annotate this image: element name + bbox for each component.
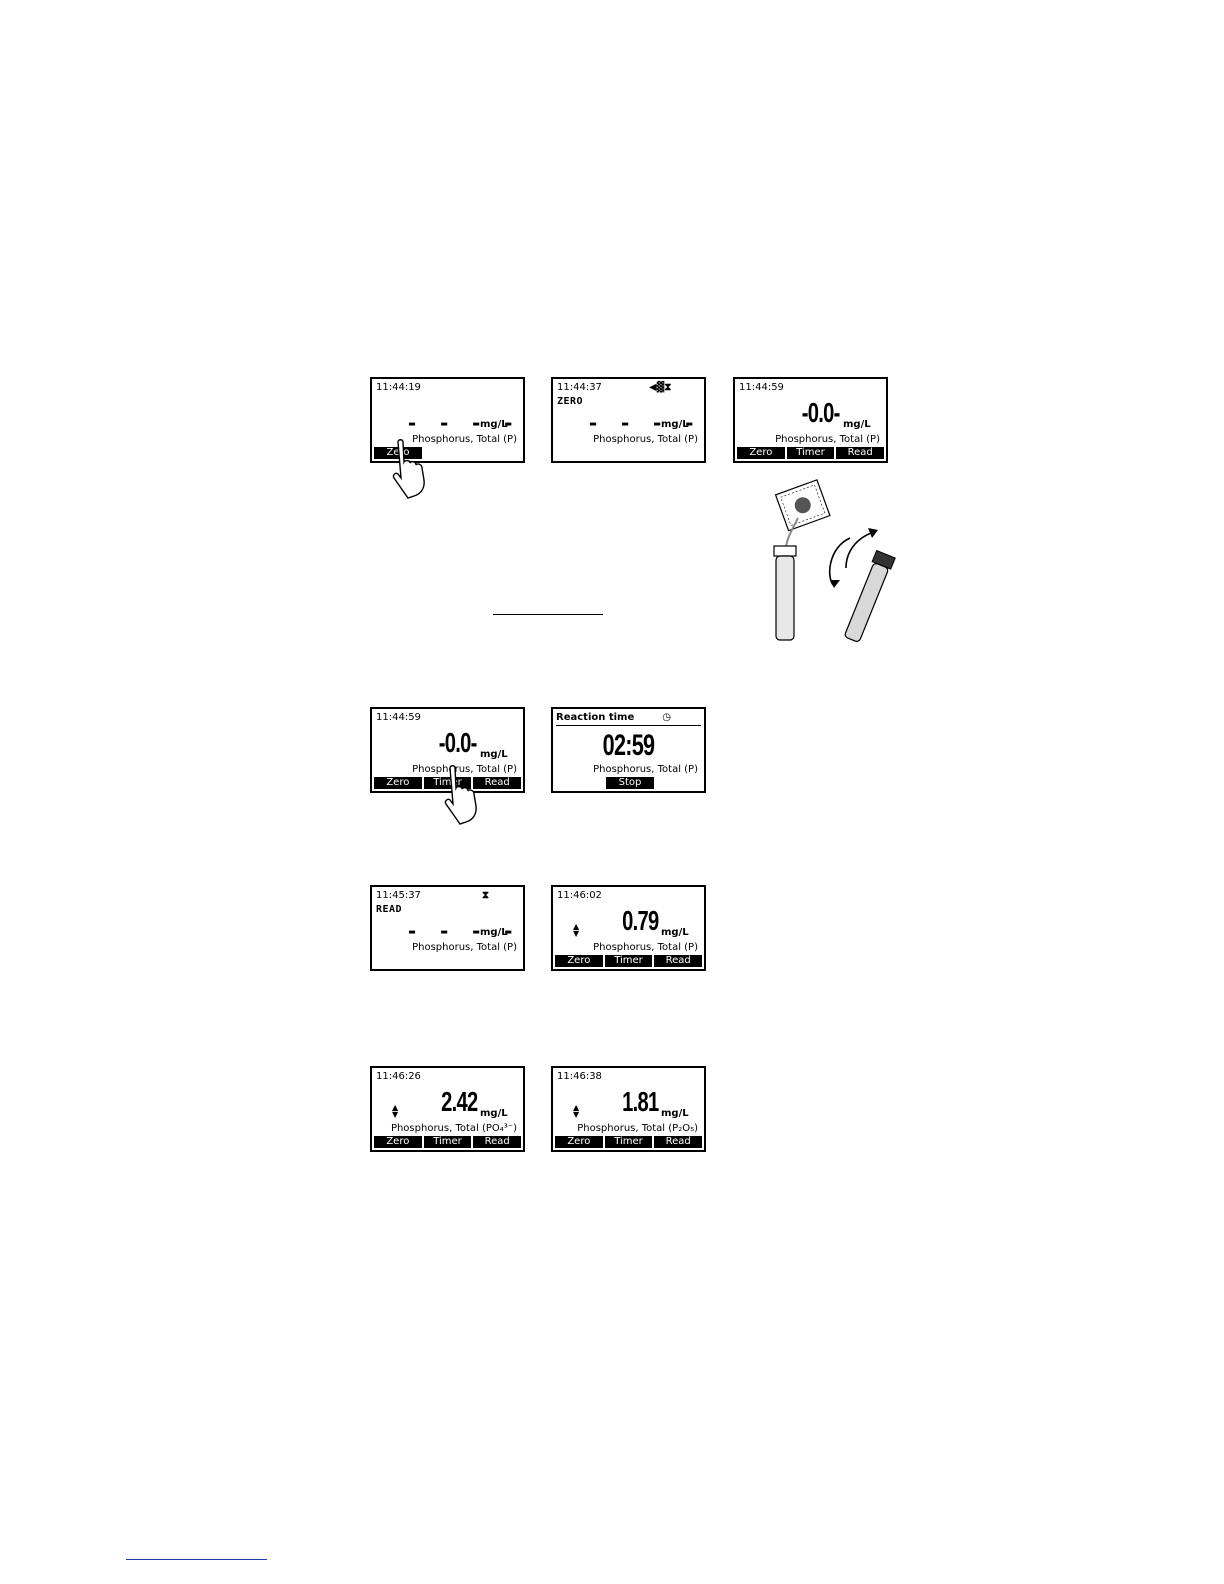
screen-time: 11:44:37 bbox=[557, 382, 602, 393]
softkey-bar: Zero bbox=[374, 447, 521, 459]
meter-screen-zeroed: 11:44:59 -0.0- mg/L Phosphorus, Total (P… bbox=[733, 377, 888, 463]
status-label: READ bbox=[376, 904, 403, 915]
unit-label: mg/L bbox=[661, 419, 689, 430]
zero-softkey[interactable]: Zero bbox=[374, 1136, 422, 1148]
timer-title: Reaction time bbox=[556, 712, 635, 723]
parameter-label: Phosphorus, Total (P) bbox=[593, 434, 698, 445]
read-softkey[interactable]: Read bbox=[473, 777, 522, 789]
up-down-arrows-icon[interactable]: ▲▼ bbox=[392, 1103, 399, 1119]
softkey-bar: Zero Timer Read bbox=[555, 955, 703, 967]
status-label: ZERO bbox=[557, 396, 584, 407]
screen-time: 11:46:26 bbox=[376, 1071, 421, 1082]
parameter-label: Phosphorus, Total (P) bbox=[775, 434, 880, 445]
meter-screen-reaction-timer: Reaction time ◷ 02:59 Phosphorus, Total … bbox=[551, 707, 706, 793]
footnote-rule bbox=[126, 1559, 267, 1560]
read-softkey[interactable]: Read bbox=[654, 1136, 703, 1148]
timer-softkey[interactable]: Timer bbox=[604, 955, 653, 967]
softkey-bar: Zero Timer Read bbox=[737, 447, 885, 459]
meter-screen-timer-prompt: 11:44:59 -0.0- mg/L Phosphorus, Total (P… bbox=[370, 707, 525, 793]
zero-softkey[interactable]: Zero bbox=[374, 447, 422, 459]
stopwatch-icon: ◷ bbox=[662, 712, 671, 723]
parameter-label: Phosphorus, Total (P) bbox=[593, 764, 698, 775]
unit-label: mg/L bbox=[661, 927, 689, 938]
softkey-bar: Zero Timer Read bbox=[374, 1136, 522, 1148]
zero-softkey[interactable]: Zero bbox=[555, 955, 603, 967]
parameter-label: Phosphorus, Total (P) bbox=[412, 434, 517, 445]
reading-dashes: - - - - bbox=[587, 411, 700, 435]
read-softkey[interactable]: Read bbox=[654, 955, 703, 967]
hourglass-icon: ⧗ bbox=[482, 890, 490, 901]
unit-label: mg/L bbox=[480, 419, 508, 430]
reading-value: 0.79 bbox=[621, 905, 659, 936]
unit-label: mg/L bbox=[843, 419, 871, 430]
lamp-hourglass-icon: ◀▓⧗ bbox=[649, 382, 672, 393]
meter-screen-reading: 11:45:37 ⧗ READ - - - - mg/L Phosphorus,… bbox=[370, 885, 525, 971]
screen-time: 11:44:59 bbox=[739, 382, 784, 393]
up-down-arrows-icon[interactable]: ▲▼ bbox=[573, 922, 580, 938]
reading-value: 2.42 bbox=[440, 1086, 478, 1117]
unit-label: mg/L bbox=[661, 1108, 689, 1119]
screen-time: 11:46:38 bbox=[557, 1071, 602, 1082]
reading-value: -0.0- bbox=[439, 727, 478, 758]
parameter-label: Phosphorus, Total (P) bbox=[412, 764, 517, 775]
reading-dashes: - - - - bbox=[406, 919, 519, 943]
softkey-bar: Zero Timer Read bbox=[555, 1136, 703, 1148]
vial-shaking-illustration bbox=[773, 479, 896, 642]
zero-softkey[interactable]: Zero bbox=[737, 447, 785, 459]
unit-label: mg/L bbox=[480, 927, 508, 938]
meter-screen-zeroing: 11:44:37 ◀▓⧗ ZERO - - - - mg/L Phosphoru… bbox=[551, 377, 706, 463]
timer-header: Reaction time ◷ bbox=[556, 712, 701, 726]
parameter-label: Phosphorus, Total (P) bbox=[593, 942, 698, 953]
meter-screen-zero-prompt: 11:44:19 - - - - mg/L Phosphorus, Total … bbox=[370, 377, 525, 463]
up-down-arrows-icon[interactable]: ▲▼ bbox=[573, 1103, 580, 1119]
parameter-label: Phosphorus, Total (PO₄³⁻) bbox=[390, 1123, 517, 1134]
timer-softkey[interactable]: Timer bbox=[604, 1136, 653, 1148]
unit-label: mg/L bbox=[480, 749, 508, 760]
parameter-label: Phosphorus, Total (P) bbox=[412, 942, 517, 953]
pointing-hand-icon bbox=[444, 765, 477, 825]
parameter-label: Phosphorus, Total (P₂O₅) bbox=[577, 1123, 698, 1134]
unit-label: mg/L bbox=[480, 1108, 508, 1119]
reading-value: 1.81 bbox=[621, 1086, 659, 1117]
screen-time: 11:46:02 bbox=[557, 890, 602, 901]
reading-dashes: - - - - bbox=[406, 411, 519, 435]
screen-time: 11:44:19 bbox=[376, 382, 421, 393]
meter-screen-result-p: 11:46:02 ▲▼ 0.79 mg/L Phosphorus, Total … bbox=[551, 885, 706, 971]
timer-softkey[interactable]: Timer bbox=[786, 447, 835, 459]
screen-time: 11:45:37 bbox=[376, 890, 421, 901]
timer-softkey[interactable]: Timer bbox=[423, 1136, 472, 1148]
pointing-hand-icon bbox=[392, 439, 425, 499]
stop-softkey[interactable]: Stop bbox=[606, 777, 654, 789]
meter-screen-result-po4: 11:46:26 ▲▼ 2.42 mg/L Phosphorus, Total … bbox=[370, 1066, 525, 1152]
read-softkey[interactable]: Read bbox=[473, 1136, 522, 1148]
reading-value: -0.0- bbox=[802, 397, 841, 428]
read-softkey[interactable]: Read bbox=[836, 447, 885, 459]
underline-rule bbox=[493, 614, 603, 615]
screen-time: 11:44:59 bbox=[376, 712, 421, 723]
zero-softkey[interactable]: Zero bbox=[555, 1136, 603, 1148]
countdown-value: 02:59 bbox=[602, 729, 655, 762]
zero-softkey[interactable]: Zero bbox=[374, 777, 422, 789]
meter-screen-result-p2o5: 11:46:38 ▲▼ 1.81 mg/L Phosphorus, Total … bbox=[551, 1066, 706, 1152]
